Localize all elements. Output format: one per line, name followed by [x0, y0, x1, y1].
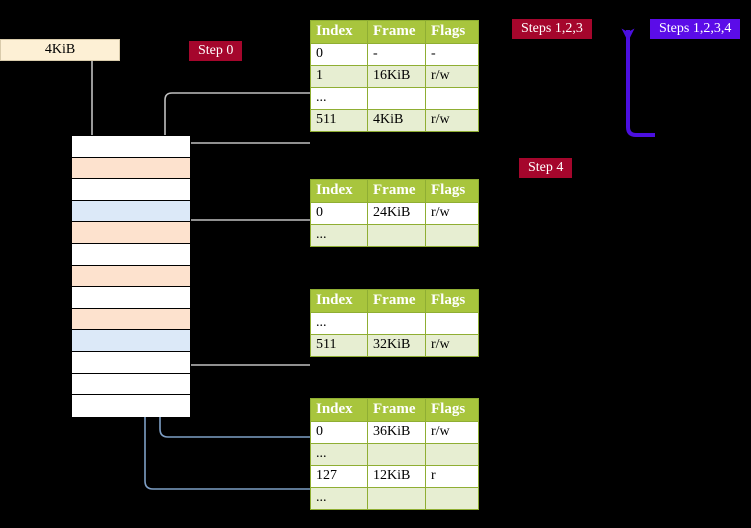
memory-frame-row — [72, 330, 190, 352]
table-row: ... — [310, 312, 479, 335]
table-cell-frame: 32KiB — [367, 334, 426, 357]
column-header-index: Index — [310, 20, 368, 44]
table-row: ... — [310, 224, 479, 247]
table-row: 0-- — [310, 43, 479, 66]
memory-frame-row — [72, 200, 190, 223]
column-header-index: Index — [310, 289, 368, 313]
table-cell-index: ... — [310, 312, 368, 335]
memory-frame-row — [72, 308, 190, 331]
table-cell-index: ... — [310, 443, 368, 466]
table-cell-flags — [425, 224, 479, 247]
column-header-frame: Frame — [367, 398, 426, 422]
memory-frame-row — [72, 243, 190, 266]
badge-steps-1-2-3-4: Steps 1,2,3,4 — [650, 19, 741, 40]
column-header-frame: Frame — [367, 289, 426, 313]
table-cell-flags: r/w — [425, 334, 479, 357]
badge-step-0: Step 0 — [189, 41, 243, 62]
memory-frame-row — [72, 395, 190, 417]
memory-frame-row — [72, 222, 190, 244]
table-cell-flags — [425, 87, 479, 110]
column-header-flags: Flags — [425, 289, 479, 313]
page-4kib-bar: 4KiB — [0, 39, 120, 61]
table-cell-frame: - — [367, 43, 426, 66]
column-header-flags: Flags — [425, 398, 479, 422]
table-cell-flags: r/w — [425, 65, 479, 88]
column-header-frame: Frame — [367, 20, 426, 44]
table-cell-flags — [425, 443, 479, 466]
table-cell-frame: 24KiB — [367, 202, 426, 225]
table-cell-index: 0 — [310, 43, 368, 66]
table-cell-flags: r — [425, 465, 479, 488]
table-cell-frame — [367, 87, 426, 110]
connector-t1-4kib-to-memory — [175, 142, 310, 167]
table-cell-flags — [425, 487, 479, 510]
table-cell-frame: 16KiB — [367, 65, 426, 88]
memory-frame-row — [72, 373, 190, 396]
table-row: ... — [310, 87, 479, 110]
memory-frame-row — [72, 136, 190, 158]
memory-frame-row — [72, 179, 190, 201]
table-cell-index: 1 — [310, 65, 368, 88]
table-cell-index: 127 — [310, 465, 368, 488]
table-cell-flags — [425, 312, 479, 335]
memory-frame-row — [72, 287, 190, 309]
table-cell-index: ... — [310, 487, 368, 510]
column-header-index: Index — [310, 179, 368, 203]
badge-steps-1-2-3: Steps 1,2,3 — [512, 19, 592, 40]
table-cell-frame — [367, 443, 426, 466]
physical-memory-column — [71, 135, 191, 417]
table-cell-flags: r/w — [425, 421, 479, 444]
column-header-flags: Flags — [425, 179, 479, 203]
table-row: ... — [310, 443, 479, 466]
violet-loop-arrow — [621, 28, 655, 137]
table-cell-index: ... — [310, 87, 368, 110]
table-row: ... — [310, 487, 479, 510]
table-cell-flags: r/w — [425, 109, 479, 132]
table-cell-frame — [367, 487, 426, 510]
table-cell-index: 0 — [310, 421, 368, 444]
table-cell-flags: - — [425, 43, 479, 66]
table-cell-frame — [367, 224, 426, 247]
table-cell-index: 511 — [310, 334, 368, 357]
column-header-index: Index — [310, 398, 368, 422]
table-cell-frame — [367, 312, 426, 335]
table-cell-frame: 12KiB — [367, 465, 426, 488]
memory-frame-row — [72, 351, 190, 374]
table-cell-index: 0 — [310, 202, 368, 225]
table-cell-frame: 4KiB — [367, 109, 426, 132]
column-header-frame: Frame — [367, 179, 426, 203]
badge-step-4: Step 4 — [519, 158, 573, 179]
column-header-flags: Flags — [425, 20, 479, 44]
table-cell-index: ... — [310, 224, 368, 247]
memory-frame-row — [72, 157, 190, 180]
table-cell-frame: 36KiB — [367, 421, 426, 444]
table-cell-flags: r/w — [425, 202, 479, 225]
memory-frame-row — [72, 265, 190, 288]
table-cell-index: 511 — [310, 109, 368, 132]
